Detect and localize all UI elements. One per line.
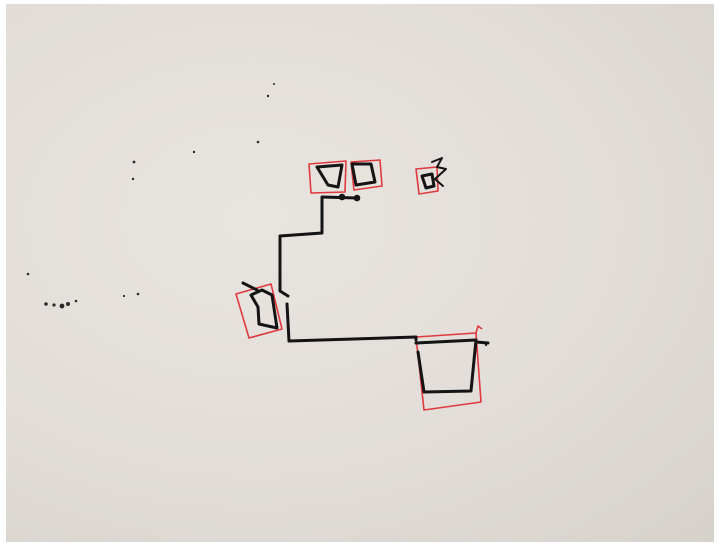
red-box-large [416,333,481,410]
paper-photo [6,4,714,542]
sketch-bottom-path [287,304,416,341]
sketch-shape-top-left [317,165,342,187]
black-marker-sketch [243,158,488,392]
sketch-left-tick [243,283,257,290]
sketch-shape-left [251,290,277,328]
red-box-top-right [416,167,438,194]
sketch-canvas [6,4,714,542]
sketch-shape-top-right [422,174,434,188]
sketch-wall-path [280,197,357,296]
sketch-large-tail [476,342,488,343]
sketch-shape-top-middle [352,164,375,185]
sketch-shape-large [416,340,476,392]
red-box-large-tick [476,326,482,333]
